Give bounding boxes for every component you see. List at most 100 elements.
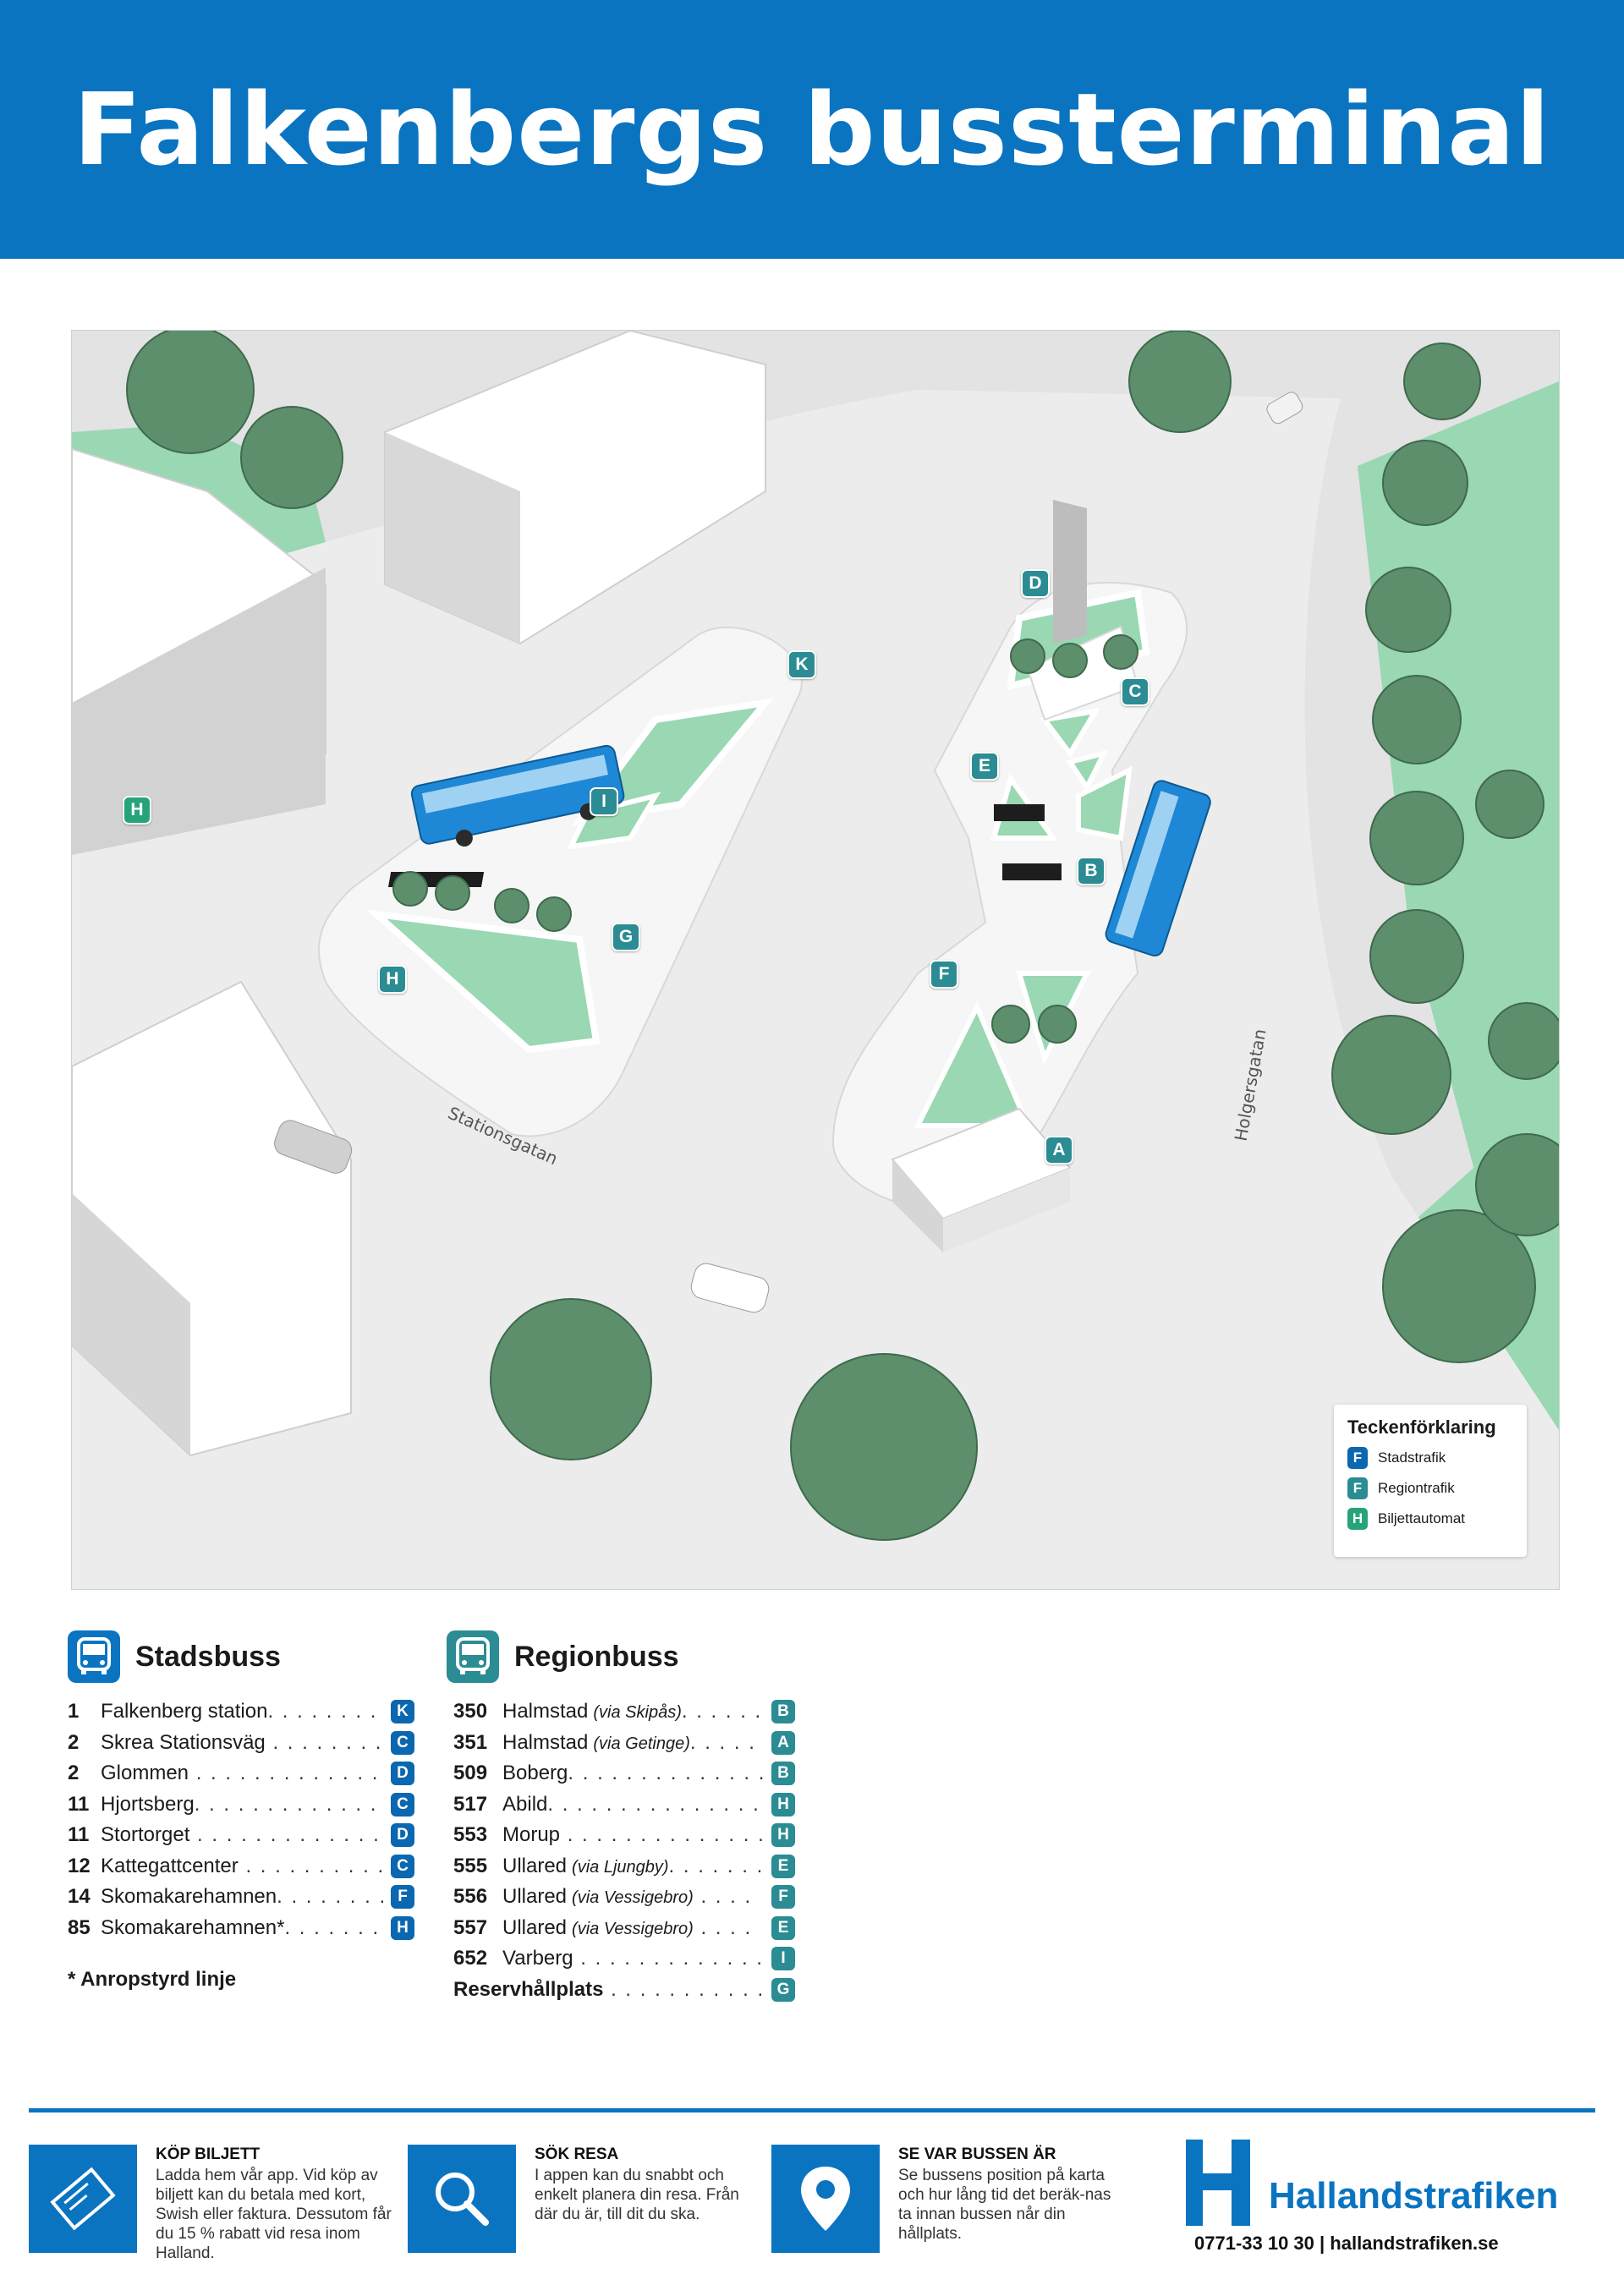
route-destination: Halmstad(via Skipås). . . . . . [502,1700,766,1723]
legend-label: Biljettautomat [1378,1510,1465,1526]
route-leader-dots: . . . . . . . [284,1915,381,1939]
route-number: 350 [453,1700,488,1723]
ticket-icon [29,2145,137,2253]
route-stop-badge[interactable]: B [771,1762,795,1786]
route-destination-name: Falkenberg station [101,1700,268,1723]
footnote: * Anropstyrd linje [68,1968,237,1991]
route-destination: Halmstad(via Getinge). . . . . [502,1731,766,1755]
route-row: 351 Halmstad(via Getinge). . . . .A [453,1728,795,1759]
stop-badge-e[interactable]: E [970,752,999,781]
bus-icon [447,1630,499,1683]
route-via: (via Ljungby) [572,1857,669,1877]
section-title: Regionbuss [514,1640,679,1673]
legend-label: Stadstrafik [1378,1449,1446,1466]
info-search: SÖK RESA I appen kan du snabbt och enkel… [408,2145,759,2253]
route-stop-badge[interactable]: F [391,1885,414,1910]
route-number: 351 [453,1730,488,1754]
route-leader-dots: . . . . . . . . [277,1885,386,1909]
route-stop-badge[interactable]: E [771,1915,795,1940]
route-stop-badge[interactable]: B [771,1700,795,1724]
route-leader-dots: . . . . . . . . . [265,1730,386,1754]
stop-badge-c[interactable]: C [1121,677,1149,706]
info-text: SÖK RESA I appen kan du snabbt och enkel… [535,2145,759,2253]
page-title: Falkenbergs bussterminal [73,71,1551,188]
route-stop-badge[interactable]: I [771,1947,795,1971]
route-leader-dots: . . . . . . [681,1700,763,1723]
route-destination: Hjortsberg. . . . . . . . . . . . . . . [101,1793,386,1817]
stop-badge-g[interactable]: G [612,923,640,951]
info-title: KÖP BILJETT [156,2145,261,2163]
city-stop-icon: F [1347,1447,1368,1469]
route-stop-badge[interactable]: D [391,1762,414,1786]
route-destination: Falkenberg station. . . . . . . . . [101,1700,386,1723]
route-destination-name: Skomakarehamnen* [101,1915,285,1939]
route-destination-name: Skomakarehamnen [101,1885,277,1909]
route-destination-name: Varberg [502,1947,573,1970]
info-track: SE VAR BUSSEN ÄR Se bussens position på … [771,2145,1127,2253]
route-leader-dots: . . . . . . . . . . . . . . . . [580,1947,766,1970]
regionbuss-heading: Regionbuss [447,1630,679,1683]
map-legend: Teckenförklaring F Stadstrafik F Regiont… [1334,1405,1527,1557]
route-leader-dots: . . . . [693,1915,753,1939]
route-stop-badge[interactable]: C [391,1730,414,1755]
route-number: 12 [68,1854,91,1877]
route-destination: Ullared(via Vessigebro) . . . . [502,1885,766,1909]
route-leader-dots: . . . . . . . . . . . . . . . . [195,1762,386,1785]
route-destination: Morup . . . . . . . . . . . . . . . . . [502,1823,766,1847]
stop-badge-f[interactable]: F [930,960,958,989]
route-stop-badge[interactable]: F [771,1885,795,1910]
route-destination-name: Hjortsberg [101,1792,195,1816]
stop-badge-h[interactable]: H [378,965,407,994]
route-stop-badge[interactable]: E [771,1854,795,1878]
stop-badge-k[interactable]: K [787,650,816,679]
route-destination: Ullared(via Ljungby). . . . . . . [502,1855,766,1878]
section-title: Stadsbuss [135,1640,281,1673]
route-stop-badge[interactable]: G [771,1977,795,2002]
bus [410,744,625,847]
bus [1105,780,1211,957]
ticket-machine-icon[interactable]: H [123,796,151,825]
route-leader-dots: . . . . . . . . . . . . . [611,1977,766,2001]
info-body: I appen kan du snabbt och enkelt planera… [535,2167,739,2223]
route-stop-badge[interactable]: A [771,1730,795,1755]
route-destination-name: Ullared [502,1854,568,1877]
route-destination: Skomakarehamnen*. . . . . . . [101,1916,386,1940]
route-destination: Skomakarehamnen. . . . . . . . [101,1885,386,1909]
stop-badge-b[interactable]: B [1077,857,1106,885]
route-destination-name: Ullared [502,1915,568,1939]
route-destination: Skrea Stationsväg . . . . . . . . . [101,1731,386,1755]
bus-icon [68,1630,120,1683]
route-number: 553 [453,1823,488,1847]
route-stop-badge[interactable]: K [391,1700,414,1724]
route-leader-dots: . . . . . . . . . . . . . . . . . [567,1823,766,1847]
route-leader-dots: . . . . . . . [668,1854,765,1877]
route-stop-badge[interactable]: H [771,1792,795,1817]
route-leader-dots: . . . . . . . . . . . . . . . . . [568,1762,766,1785]
route-number: 11 [68,1823,90,1847]
footer-divider [29,2108,1595,2112]
route-destination-name: Stortorget [101,1823,190,1847]
route-via: (via Vessigebro) [572,1888,694,1908]
stop-badge-d[interactable]: D [1021,569,1050,598]
route-stop-badge[interactable]: H [391,1915,414,1940]
route-row: Reservhållplats . . . . . . . . . . . . … [453,1975,795,2006]
hallandstrafiken-logo[interactable]: Hallandstrafiken 0771-33 10 30 | halland… [1181,2138,1561,2256]
route-stop-badge[interactable]: C [391,1854,414,1878]
stop-badge-a[interactable]: A [1045,1136,1073,1164]
route-row: 553 Morup . . . . . . . . . . . . . . . .… [453,1820,795,1851]
route-destination: Glommen . . . . . . . . . . . . . . . . [101,1762,386,1785]
route-stop-badge[interactable]: C [391,1792,414,1817]
route-stop-badge[interactable]: H [771,1823,795,1848]
stop-badge-i[interactable]: I [590,787,618,816]
terminal-map: K D C E I B G H F A H Stationsgatan Holg… [71,330,1560,1590]
legend-item-city: F Stadstrafik [1347,1447,1513,1469]
route-stop-badge[interactable]: D [391,1823,414,1848]
